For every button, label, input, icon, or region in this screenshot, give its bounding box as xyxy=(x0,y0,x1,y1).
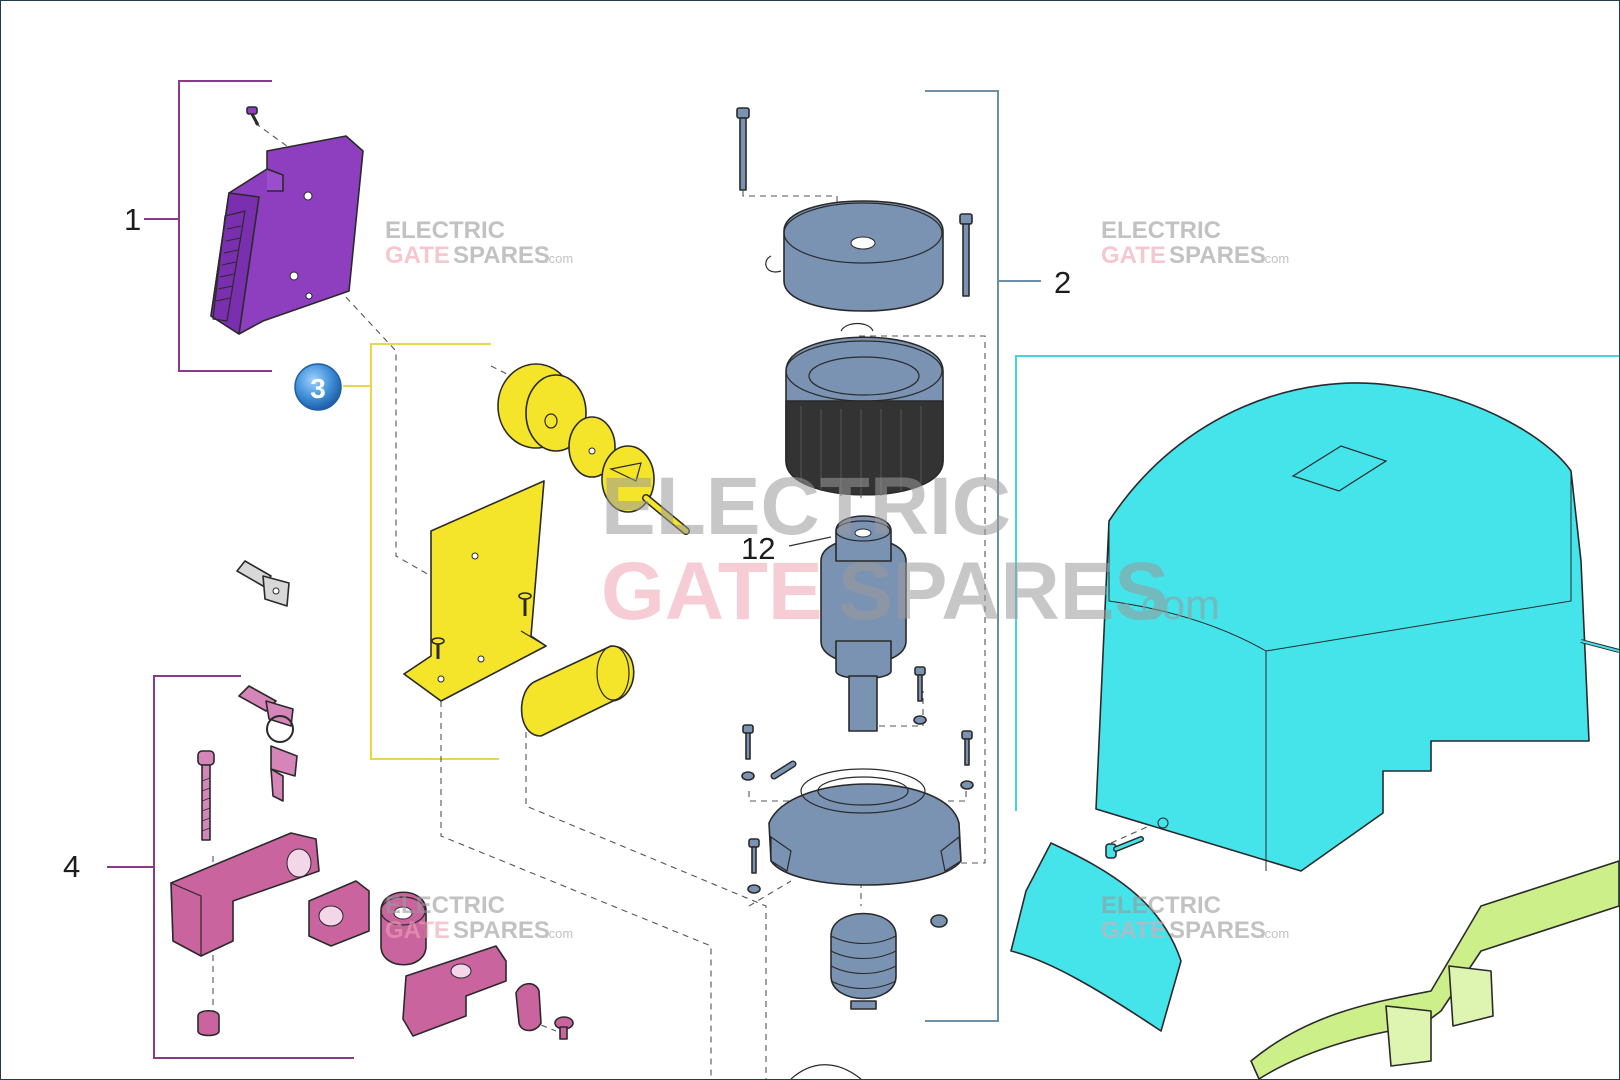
bracket-group-4 xyxy=(107,675,354,1059)
svg-text:SPARES: SPARES xyxy=(453,917,550,944)
cyan-cover-frame xyxy=(1015,355,1619,811)
lime-chassis xyxy=(1250,860,1619,1079)
svg-text:.com: .com xyxy=(1261,926,1289,941)
control-board-side xyxy=(210,192,260,335)
bracket-group-1 xyxy=(144,80,272,372)
bracket-group-3 xyxy=(343,343,499,760)
mounting-bracket xyxy=(403,480,547,702)
callout-1: 1 xyxy=(124,202,141,237)
svg-text:SPARES: SPARES xyxy=(453,242,550,269)
yellow-bracket-assembly[interactable] xyxy=(402,363,690,737)
callout-2: 2 xyxy=(1054,265,1071,300)
cover-shell xyxy=(1095,382,1590,872)
watermark-small-2: ELECTRIC GATE SPARES .com xyxy=(1101,217,1289,269)
lock-nut-small xyxy=(197,1009,220,1037)
key-icon xyxy=(236,560,290,607)
lock-cam-plate xyxy=(402,945,507,1037)
screw-icon xyxy=(1105,836,1144,859)
svg-text:SPARES: SPARES xyxy=(838,546,1169,637)
watermark-small-1: ELECTRIC GATE SPARES .com xyxy=(385,217,573,269)
control-board-assembly[interactable] xyxy=(210,106,364,335)
watermark-small-4: ELECTRIC GATE SPARES .com xyxy=(1101,892,1289,944)
svg-text:ELECTRIC: ELECTRIC xyxy=(385,217,505,244)
motor-top-cap xyxy=(783,200,944,312)
svg-text:.com: .com xyxy=(545,251,573,266)
screw-icon xyxy=(742,666,973,874)
lock-bolt xyxy=(197,750,215,841)
terminal-strip xyxy=(212,210,246,322)
svg-text:GATE: GATE xyxy=(1101,917,1166,944)
bracket-group-2 xyxy=(925,90,1041,1022)
washer-disc xyxy=(568,416,616,478)
callout-12-leader xyxy=(788,536,832,547)
long-bolt-left xyxy=(736,107,750,191)
svg-text:GATE: GATE xyxy=(1101,242,1166,269)
worm-screw xyxy=(830,912,897,1000)
base-outline xyxy=(790,1064,862,1079)
svg-text:GATE: GATE xyxy=(601,546,823,637)
watermark-small-3: ELECTRIC GATE SPARES .com xyxy=(385,892,573,944)
svg-text:ELECTRIC: ELECTRIC xyxy=(601,461,1011,552)
cover-side-panel xyxy=(1010,842,1182,1032)
watermark-large: ELECTRIC GATE SPARES .com xyxy=(601,461,1220,637)
motor-assembly[interactable] xyxy=(736,107,974,1010)
svg-text:.com: .com xyxy=(545,926,573,941)
lock-assembly[interactable] xyxy=(170,685,574,1040)
svg-text:SPARES: SPARES xyxy=(1169,917,1266,944)
screw-icon xyxy=(554,1016,574,1040)
yellow-roller xyxy=(520,645,635,737)
svg-text:ELECTRIC: ELECTRIC xyxy=(1101,892,1221,919)
svg-text:.com: .com xyxy=(1261,251,1289,266)
motor-bottom-flange xyxy=(768,783,962,886)
nut-icon xyxy=(741,715,974,928)
long-bolt-right xyxy=(959,213,973,297)
callout-3-bubble[interactable]: 3 xyxy=(294,363,342,411)
svg-text:ELECTRIC: ELECTRIC xyxy=(385,892,505,919)
screw-icon xyxy=(431,592,532,659)
svg-text:GATE: GATE xyxy=(385,917,450,944)
svg-text:SPARES: SPARES xyxy=(1169,242,1266,269)
motor-shaft xyxy=(848,675,878,732)
svg-text:GATE: GATE xyxy=(385,242,450,269)
svg-text:.com: .com xyxy=(1129,581,1220,628)
lock-cylinder xyxy=(380,891,427,966)
key-ring-icon xyxy=(238,685,298,802)
motor-cover[interactable] xyxy=(1010,382,1619,1032)
callout-4: 4 xyxy=(63,849,80,884)
callout-12: 12 xyxy=(741,531,775,566)
lock-washer xyxy=(515,982,542,1032)
screw-icon xyxy=(246,106,260,126)
callout-3-label: 3 xyxy=(310,373,326,404)
svg-text:ELECTRIC: ELECTRIC xyxy=(1101,217,1221,244)
